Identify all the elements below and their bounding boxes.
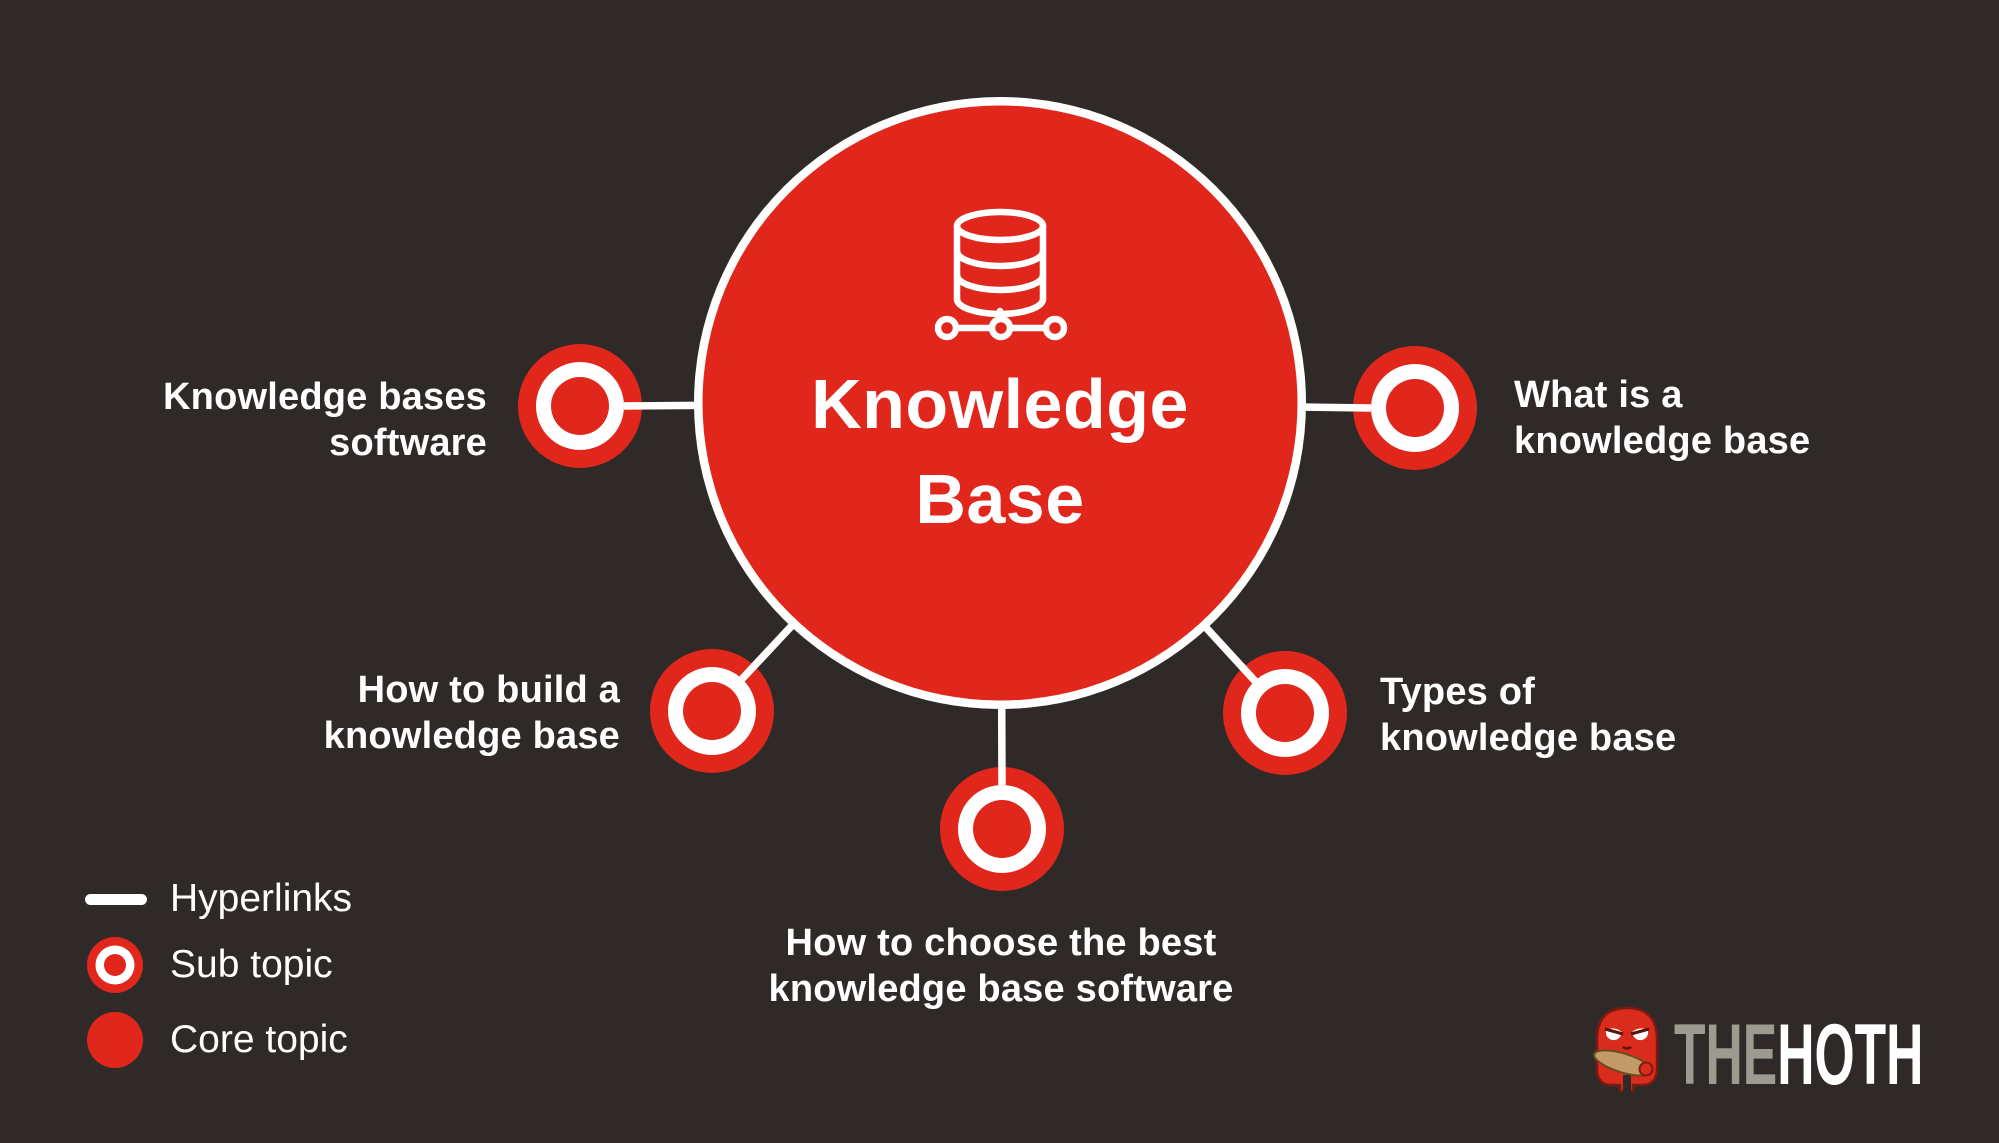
label-line: knowledge base (323, 715, 620, 757)
label-line: How to choose the best (785, 922, 1217, 964)
node-core (1256, 684, 1314, 742)
central-topic-title: Knowledge Base (650, 357, 1350, 547)
logo-the: THE (1674, 1007, 1778, 1103)
central-title-line2: Base (915, 460, 1085, 538)
label-knowledge-bases-software: Knowledge bases software (87, 374, 487, 466)
label-how-to-choose-best-software: How to choose the best knowledge base so… (651, 920, 1351, 1012)
hyperlink-line-swatch (85, 894, 147, 905)
node-core (551, 377, 609, 435)
core-circle-fill (702, 105, 1298, 701)
logo-hoth: HOTH (1777, 1007, 1924, 1103)
sub-topic-node-bottom-left (650, 400, 1003, 773)
label-line: What is a (1514, 374, 1683, 416)
label-line: software (329, 422, 487, 464)
legend-core-topic-label: Core topic (170, 1018, 348, 1061)
core-topic-circle (694, 97, 1306, 709)
mascot-brows (1604, 1027, 1650, 1036)
label-what-is-a-knowledge-base: What is a knowledge base (1514, 372, 1974, 464)
network-node-left (934, 315, 960, 341)
label-line: knowledge base software (768, 968, 1234, 1010)
label-line: Types of (1380, 671, 1536, 713)
hoth-mascot-icon (1593, 1006, 1659, 1093)
label-line: knowledge base (1380, 717, 1677, 759)
db-band-1 (953, 247, 1047, 270)
node-core (973, 800, 1031, 858)
label-types-of-knowledge-base: Types of knowledge base (1380, 669, 1850, 761)
label-line: Knowledge bases (163, 376, 487, 418)
legend-sub-topic-label: Sub topic (170, 943, 333, 986)
mascot-leg-gap (1623, 1075, 1631, 1093)
core-topic-swatch (87, 1012, 143, 1068)
sub-topic-swatch-core (104, 954, 126, 976)
db-band-2 (953, 271, 1047, 294)
label-line: knowledge base (1514, 420, 1811, 462)
network-node-center (988, 315, 1014, 341)
label-line: How to build a (357, 669, 620, 711)
legend-hyperlinks-label: Hyperlinks (170, 877, 353, 920)
hoth-logo-text: THEHOTH (1674, 1012, 1923, 1098)
mascot-mouth (1622, 1045, 1632, 1050)
network-node-right (1042, 315, 1068, 341)
node-core (683, 682, 741, 740)
mascot-hand (1638, 1061, 1654, 1077)
database-network-icon (934, 208, 1068, 341)
node-core (1386, 379, 1444, 437)
central-title-line1: Knowledge (811, 365, 1189, 443)
legend-swatches (85, 894, 147, 1068)
label-how-to-build-a-knowledge-base: How to build a knowledge base (220, 667, 620, 759)
